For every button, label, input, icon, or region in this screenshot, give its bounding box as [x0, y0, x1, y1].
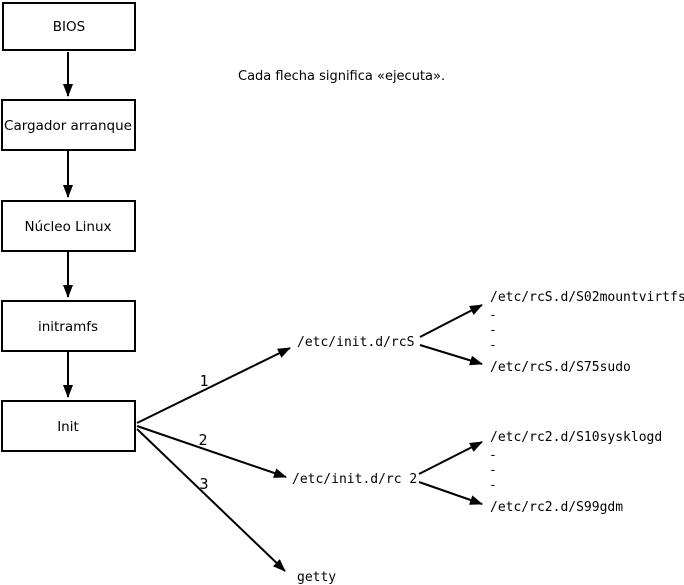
nucleo-box [1, 200, 136, 252]
node-initramfs: initramfs [1, 300, 136, 352]
rcS-ellipsis-dash-1: - [489, 308, 497, 323]
rcS-ellipsis-dash-2: - [489, 323, 497, 338]
annotation-text: Cada flecha significa «ejecuta». [238, 69, 445, 84]
rcS-ellipsis-dash-3: - [489, 338, 497, 353]
target-getty-label: getty [297, 570, 336, 585]
rcS-last-script-label: /etc/rcS.d/S75sudo [490, 360, 631, 375]
initramfs-box [1, 300, 136, 352]
initramfs-label: initramfs [38, 319, 98, 335]
nucleo-label: Núcleo Linux [24, 219, 111, 235]
init-box [1, 400, 136, 452]
node-init: Init [1, 400, 136, 452]
target-rc2-label: /etc/init.d/rc 2 [292, 472, 417, 487]
arrow-rc2-to-last-script [418, 481, 483, 505]
branch-number-1: 1 [199, 372, 208, 390]
target-rcS-label: /etc/init.d/rcS [297, 335, 414, 350]
rc2-ellipsis-dash-2: - [489, 463, 497, 478]
rc2-ellipsis-dash-1: - [489, 448, 497, 463]
node-nucleo-linux: Núcleo Linux [1, 200, 136, 252]
node-cargador-arranque: Cargador arranque [1, 99, 136, 151]
arrow-init-to-rcS [136, 347, 291, 424]
node-bios: BIOS [2, 2, 136, 51]
bios-box [2, 2, 136, 51]
bios-label: BIOS [53, 19, 85, 35]
arrow-rc2-to-first-script [418, 441, 483, 475]
rc2-ellipsis-dash-3: - [489, 478, 497, 493]
arrow-rcS-to-last-script [419, 344, 483, 366]
init-label: Init [57, 419, 79, 435]
branch-number-3: 3 [199, 475, 208, 493]
rcS-first-script-label: /etc/rcS.d/S02mountvirtfs [490, 290, 684, 305]
arrow-init-to-getty [136, 428, 286, 572]
arrow-rcS-to-first-script [419, 304, 483, 338]
cargador-label: Cargador arranque [4, 118, 132, 134]
rc2-last-script-label: /etc/rc2.d/S99gdm [490, 500, 623, 515]
rc2-first-script-label: /etc/rc2.d/S10sysklogd [490, 430, 662, 445]
cargador-box [1, 99, 136, 151]
arrow-init-to-rc2 [136, 425, 287, 478]
branch-number-2: 2 [198, 431, 207, 449]
